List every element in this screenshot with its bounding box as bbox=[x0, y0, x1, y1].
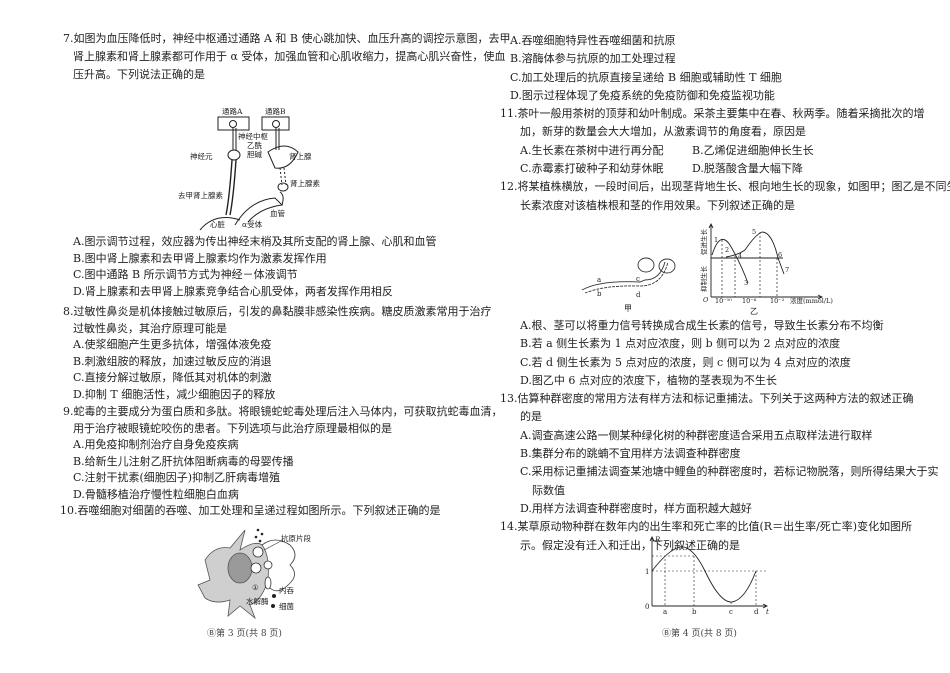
option-d[interactable]: D.图示过程体现了免疫系统的免疫防御和免疫监视功能 bbox=[510, 88, 775, 102]
footer-page-left: Ⓑ第 3 页(共 8 页) bbox=[207, 629, 282, 639]
option-d[interactable]: D.抑制 T 细胞活性，减少细胞因子的释放 bbox=[73, 387, 276, 401]
label-bacteria: 细菌 bbox=[279, 601, 294, 611]
label-neuron: 神经元 bbox=[190, 151, 213, 161]
option-d[interactable]: D.图乙中 6 点对应的浓度下，植物的茎表现为不生长 bbox=[520, 373, 777, 387]
question-12-13-14: A.根、茎可以将重力信号转换成合成生长素的信号，导致生长素分布不均衡 B.若 a… bbox=[500, 319, 939, 552]
label-endocytosis: 内吞 bbox=[279, 585, 294, 595]
question-8: 8.过敏性鼻炎是机体接触过敏原后，引发的鼻黏膜非感染性疾病。糖皮质激素常用于治疗… bbox=[63, 304, 492, 404]
label-hydrolase: 水解酶 bbox=[246, 596, 269, 606]
label-jia: 甲 bbox=[624, 304, 632, 313]
option-c[interactable]: C.注射干扰素(细胞因子)抑制乙肝病毒增殖 bbox=[73, 471, 281, 485]
label-vessel: 血管 bbox=[270, 208, 285, 218]
label-path-a: 通路A bbox=[222, 106, 243, 116]
svg-text:4: 4 bbox=[738, 252, 742, 260]
option-a[interactable]: A.根、茎可以将重力信号转换成合成生长素的信号，导致生长素分布不均衡 bbox=[520, 319, 884, 332]
svg-text:6: 6 bbox=[778, 251, 782, 259]
option-a[interactable]: A.使浆细胞产生更多抗体，增强体液免疫 bbox=[73, 338, 272, 352]
label-nerve-center: 神经中枢 bbox=[238, 131, 268, 141]
svg-text:a: a bbox=[597, 276, 601, 284]
option-c[interactable]: C.赤霉素打破种子和幼芽休眠 bbox=[520, 162, 664, 176]
svg-text:7: 7 bbox=[785, 266, 789, 274]
label-epinephrine: 肾上腺素 bbox=[290, 178, 320, 188]
option-c[interactable]: C.直接分解过敏原，降低其对机体的刺激 bbox=[73, 371, 272, 385]
option-a[interactable]: A.生长素在茶树中进行再分配 bbox=[520, 143, 664, 157]
option-d[interactable]: D.骨髓移植治疗慢性粒细胞白血病 bbox=[73, 487, 239, 501]
option-b[interactable]: B.若 a 侧生长素为 1 点对应浓度，则 b 侧可以为 2 点对应的浓度 bbox=[520, 337, 841, 351]
svg-text:3: 3 bbox=[744, 279, 748, 287]
option-c[interactable]: C.若 d 侧生长素为 5 点对应的浓度，则 c 侧可以为 4 点对应的浓度 bbox=[520, 355, 851, 369]
label-antigen-fragment: 抗原片段 bbox=[281, 533, 311, 543]
svg-text:10⁻¹⁰: 10⁻¹⁰ bbox=[715, 297, 732, 305]
svg-text:1: 1 bbox=[714, 236, 718, 244]
option-b[interactable]: B.刺激组胺的释放，加速过敏反应的消退 bbox=[73, 354, 272, 368]
svg-text:d: d bbox=[636, 291, 641, 299]
label-heart: 心脏 bbox=[210, 219, 225, 229]
svg-text:b: b bbox=[692, 608, 697, 616]
option-a[interactable]: A.图示调节过程，效应器为传出神经末梢及其所支配的肾上腺、心肌和血管 bbox=[73, 235, 437, 248]
figure-birth-death-ratio: R 1 0 a b c d t bbox=[645, 535, 769, 616]
label-norepinephrine: 去甲肾上腺素 bbox=[178, 190, 223, 200]
question-7-options: A.图示调节过程，效应器为传出神经末梢及其所支配的肾上腺、心肌和血管 B.图中肾… bbox=[63, 234, 436, 300]
option-c[interactable]: C.加工处理后的抗原直接呈递给 B 细胞或辅助性 T 细胞 bbox=[510, 70, 782, 84]
question-11-stem: 11.茶叶一般用茶树的顶芽和幼叶制成。采茶主要集中在春、秋两季。随着采摘批次的增 bbox=[500, 107, 925, 121]
option-b[interactable]: B.溶酶体参与抗原的加工处理过程 bbox=[510, 52, 676, 66]
option-a[interactable]: A.吞噬细胞特异性吞噬细菌和抗原 bbox=[510, 34, 676, 47]
question-13-stem: 13.估算种群密度的常用方法有样方法和标记重捕法。下列关于这两种方法的叙述正确 bbox=[500, 392, 914, 406]
figure-plant-auxin: a b c d 甲 1 2 3 4 5 6 7 O 10⁻¹⁰ 10⁻⁶ 10⁻… bbox=[581, 222, 833, 316]
option-b[interactable]: B.乙烯促进细胞伸长生长 bbox=[692, 143, 814, 157]
svg-text:d: d bbox=[754, 608, 759, 616]
option-c[interactable]: C.采用标记重捕法调查某池塘中鲤鱼的种群密度时，若标记物脱落，则所得结果大于实 bbox=[520, 465, 939, 479]
option-a[interactable]: A.调查高速公路一侧某种绿化树的种群密度适合采用五点取样法进行取样 bbox=[520, 428, 873, 442]
label-yi: 乙 bbox=[750, 307, 758, 316]
svg-text:a: a bbox=[663, 608, 667, 616]
question-12-stem: 12.将某植株横放，一段时间后，出现茎背地生长、根向地生长的现象，如图甲；图乙是… bbox=[500, 180, 950, 194]
footer-page-right: Ⓑ第 4 页(共 8 页) bbox=[662, 629, 737, 639]
figure-blood-pressure-regulation: 通路A 通路B 神经中枢 乙酰 胆碱 神经元 肾上腺 肾上腺素 去甲肾上腺素 血… bbox=[178, 106, 320, 231]
question-9: 9.蛇毒的主要成分为蛋白质和多肽。将眼镜蛇蛇毒处理后注入马体内，可获取抗蛇毒血清… bbox=[63, 404, 503, 504]
option-b[interactable]: B.给新生儿注射乙肝抗体阻断病毒的母婴传播 bbox=[73, 454, 294, 468]
option-b[interactable]: B.集群分布的跳蝻不宜用样方法调查种群密度 bbox=[520, 447, 741, 461]
option-b[interactable]: B.图中肾上腺素和去甲肾上腺素均作为激素发挥作用 bbox=[73, 251, 327, 265]
svg-text:c: c bbox=[729, 608, 733, 616]
option-c[interactable]: C.图中通路 B 所示调节方式为神经－体液调节 bbox=[73, 268, 298, 282]
question-10-stem: 10.吞噬细胞对细菌的吞噬、加工处理和呈递过程如图所示。下列叙述正确的是 bbox=[60, 504, 441, 517]
label-path-b: 通路B bbox=[265, 106, 286, 116]
option-a[interactable]: A.用免疫抑制剂治疗自身免疫疾病 bbox=[73, 438, 239, 452]
label-ach-1: 乙酰 bbox=[247, 140, 262, 150]
svg-text:促进生长: 促进生长 bbox=[699, 229, 708, 256]
label-ach-2: 胆碱 bbox=[247, 150, 262, 159]
label-circle-1: ① bbox=[252, 583, 259, 592]
svg-text:R: R bbox=[654, 536, 661, 544]
svg-text:5: 5 bbox=[752, 228, 756, 236]
x-axis-label: 浓度(mmol/L) bbox=[790, 296, 833, 305]
question-7-stem: 7.如图为血压降低时，神经中枢通过通路 A 和 B 使心跳加快、血压升高的调控示… bbox=[63, 32, 511, 81]
svg-text:10⁻⁶: 10⁻⁶ bbox=[742, 297, 757, 305]
label-adrenal: 肾上腺 bbox=[289, 151, 312, 161]
svg-text:抑制生长: 抑制生长 bbox=[699, 266, 708, 293]
svg-text:0: 0 bbox=[645, 603, 649, 611]
svg-text:b: b bbox=[597, 290, 602, 298]
svg-text:2: 2 bbox=[725, 246, 729, 254]
svg-text:1: 1 bbox=[645, 568, 649, 576]
svg-text:10⁻²: 10⁻² bbox=[770, 297, 785, 305]
question-10-options: A.吞噬细胞特异性吞噬细菌和抗原 B.溶酶体参与抗原的加工处理过程 C.加工处理… bbox=[500, 32, 950, 215]
option-d[interactable]: D.用样方法调查种群密度时，样方面积越大越好 bbox=[520, 501, 752, 515]
option-d[interactable]: D.肾上腺素和去甲肾上腺素竞争结合心肌受体，两者发挥作用相反 bbox=[73, 284, 393, 298]
svg-text:t: t bbox=[766, 608, 769, 616]
label-alpha-receptor: α受体 bbox=[242, 219, 263, 229]
option-d[interactable]: D.脱落酸含量大幅下降 bbox=[692, 162, 803, 176]
svg-text:O: O bbox=[703, 296, 709, 304]
question-14-stem: 14.某草原动物种群在数年内的出生率和死亡率的比值(R＝出生率/死亡率)变化如图… bbox=[500, 520, 913, 534]
svg-text:c: c bbox=[636, 275, 640, 283]
figure-phagocyte: 抗原片段 ① 内吞 水解酶 细菌 bbox=[197, 528, 311, 620]
